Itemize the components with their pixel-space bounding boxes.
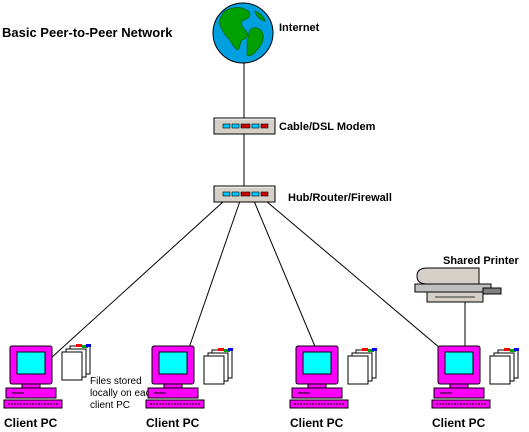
files-icon [347,348,377,385]
client-pc-2 [145,345,233,409]
files-note-line2: locally on each [90,388,156,399]
client-pc-1-label: Client PC [4,416,58,430]
files-icon [61,344,91,381]
printer-icon [414,267,502,303]
computer-icon [3,345,63,409]
files-note-line1: Files stored [90,376,142,387]
computer-icon [145,345,205,409]
client-pc-4-label: Client PC [432,416,486,430]
client-pc-3 [289,345,377,409]
router-label: Hub/Router/Firewall [288,192,392,204]
router-icon [213,185,276,203]
client-pc-4 [431,345,519,409]
files-icon [203,348,233,385]
connection-lines [39,62,467,371]
router-client2-link [181,200,241,369]
client-pc-2-label: Client PC [146,416,200,430]
diagram-title: Basic Peer-to-Peer Network [2,25,173,40]
router-client1-link [39,200,225,369]
files-icon [489,348,519,385]
client-pc-1 [3,344,91,409]
computer-icon [289,345,349,409]
internet-globe-icon [212,2,274,64]
router-client4-link [265,200,467,371]
internet-label: Internet [279,22,320,34]
router-client3-link [253,200,325,369]
modem-label: Cable/DSL Modem [279,121,376,133]
printer-label: Shared Printer [443,255,520,267]
modem-icon [213,117,276,135]
client-pc-3-label: Client PC [290,416,344,430]
computer-icon [431,345,491,409]
files-note-line3: client PC [90,400,130,411]
